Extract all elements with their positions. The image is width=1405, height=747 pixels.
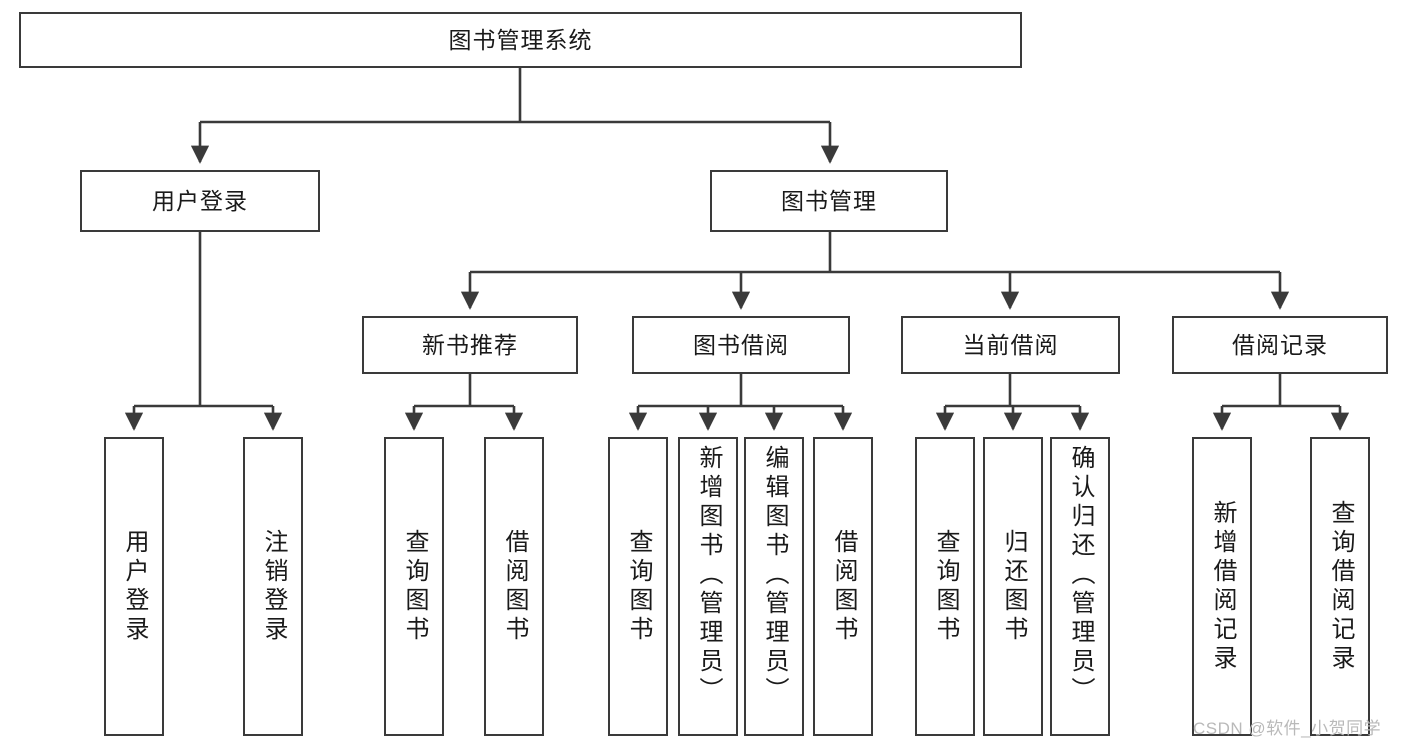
node-leaf-user-login-label: 用户登录 xyxy=(121,528,148,645)
node-leaf-query-borrow-record-label: 查询借阅记录 xyxy=(1327,499,1354,674)
node-leaf-query-book-1-label: 查询图书 xyxy=(401,528,428,645)
node-leaf-query-book-3-label: 查询图书 xyxy=(932,528,959,645)
node-leaf-query-borrow-record[interactable]: 查询借阅记录 xyxy=(1310,437,1370,736)
node-leaf-query-book-2-label: 查询图书 xyxy=(625,528,652,645)
node-leaf-logout-login[interactable]: 注销登录 xyxy=(243,437,303,736)
node-leaf-edit-book-admin[interactable]: 编辑图书（管理员） xyxy=(744,437,804,736)
node-new-book-recommend[interactable]: 新书推荐 xyxy=(362,316,578,374)
node-new-book-recommend-label: 新书推荐 xyxy=(422,331,518,358)
node-borrow-record[interactable]: 借阅记录 xyxy=(1172,316,1388,374)
node-current-borrow-label: 当前借阅 xyxy=(962,331,1059,358)
node-leaf-borrow-book-2-label: 借阅图书 xyxy=(830,528,857,645)
node-leaf-edit-book-admin-label: 编辑图书（管理员） xyxy=(761,445,788,706)
node-book-borrow[interactable]: 图书借阅 xyxy=(632,316,850,374)
node-book-management-label: 图书管理 xyxy=(781,187,877,214)
node-book-management[interactable]: 图书管理 xyxy=(710,170,948,232)
node-leaf-query-book-3[interactable]: 查询图书 xyxy=(915,437,975,736)
node-root[interactable]: 图书管理系统 xyxy=(19,12,1022,68)
node-leaf-logout-login-label: 注销登录 xyxy=(260,528,287,645)
node-leaf-add-book-admin[interactable]: 新增图书（管理员） xyxy=(678,437,738,736)
node-leaf-query-book-2[interactable]: 查询图书 xyxy=(608,437,668,736)
node-current-borrow[interactable]: 当前借阅 xyxy=(901,316,1120,374)
node-leaf-borrow-book-1[interactable]: 借阅图书 xyxy=(484,437,544,736)
node-book-borrow-label: 图书借阅 xyxy=(693,331,789,358)
node-root-label: 图书管理系统 xyxy=(448,26,593,53)
node-leaf-return-book[interactable]: 归还图书 xyxy=(983,437,1043,736)
node-borrow-record-label: 借阅记录 xyxy=(1232,331,1328,358)
node-leaf-confirm-return-admin[interactable]: 确认归还（管理员） xyxy=(1050,437,1110,736)
node-leaf-borrow-book-1-label: 借阅图书 xyxy=(501,528,528,645)
node-user-login-label: 用户登录 xyxy=(152,187,248,214)
node-leaf-add-book-admin-label: 新增图书（管理员） xyxy=(695,445,722,706)
node-leaf-confirm-return-admin-label: 确认归还（管理员） xyxy=(1067,445,1094,706)
node-leaf-return-book-label: 归还图书 xyxy=(1000,528,1027,645)
csdn-watermark: CSDN @软件_小贺同学 xyxy=(1193,719,1382,738)
node-leaf-add-borrow-record[interactable]: 新增借阅记录 xyxy=(1192,437,1252,736)
node-user-login[interactable]: 用户登录 xyxy=(80,170,320,232)
node-leaf-add-borrow-record-label: 新增借阅记录 xyxy=(1209,499,1236,674)
node-leaf-user-login[interactable]: 用户登录 xyxy=(104,437,164,736)
node-leaf-borrow-book-2[interactable]: 借阅图书 xyxy=(813,437,873,736)
node-leaf-query-book-1[interactable]: 查询图书 xyxy=(384,437,444,736)
